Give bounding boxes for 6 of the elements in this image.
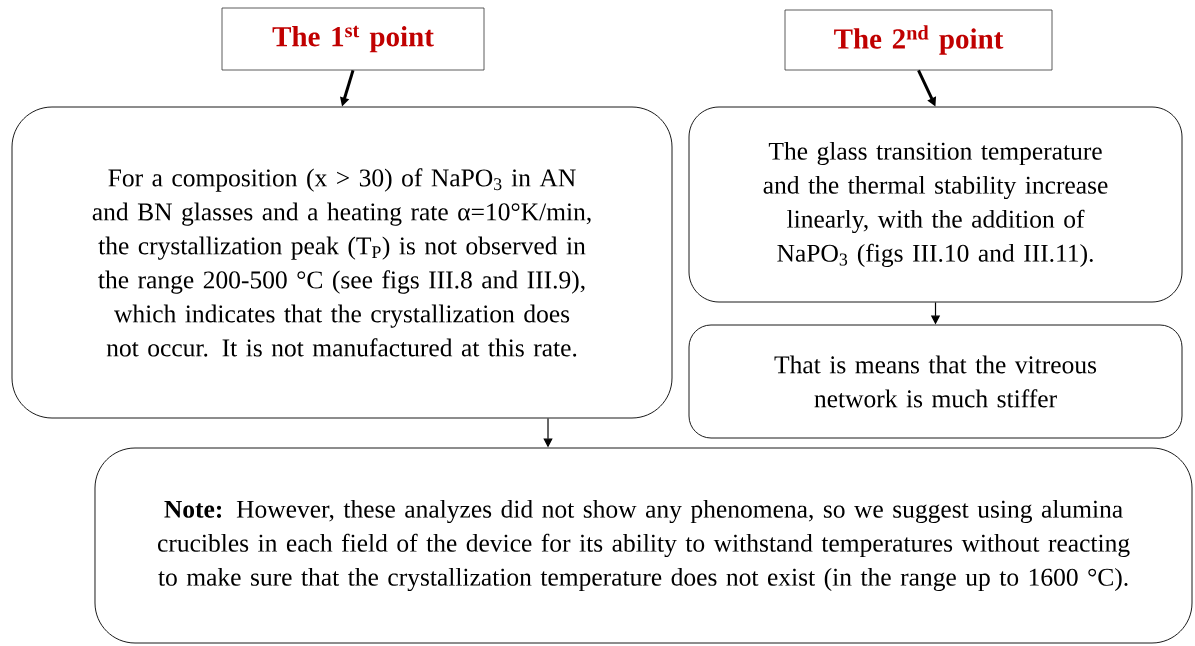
- text-box: The glass transition temperature and the thermal stability increase linearly, with the addition of NaPO$_{3}$ (figs III.10 and III.11).: [688, 106, 1183, 303]
- heading-box: The 2$^{nd}$ point: [784, 9, 1053, 71]
- text-box: Note: However, these analyzes did not show any phenomena, so we suggest using alumina crucibles in each field of the device for its ability to withstand temperatures without reacting to make sure that the crystallization temperature does not exist (in the range up to 1600 °C).: [94, 447, 1193, 644]
- text-box: That is means that the vitreous network is much stiffer: [688, 324, 1183, 439]
- heading-box: The 1$^{st}$ point: [221, 7, 485, 71]
- text-box: For a composition (x > 30) of NaPO$_{3}$ in AN and BN glasses and a heating rate α=10°K/min, the crystallization peak (T$_{P}$) is not observed in the range 200-500 °C (see figs III.8 and III.9), which indicates that the crystallization does not occur. It is not manufactured at this rate.: [11, 106, 673, 419]
